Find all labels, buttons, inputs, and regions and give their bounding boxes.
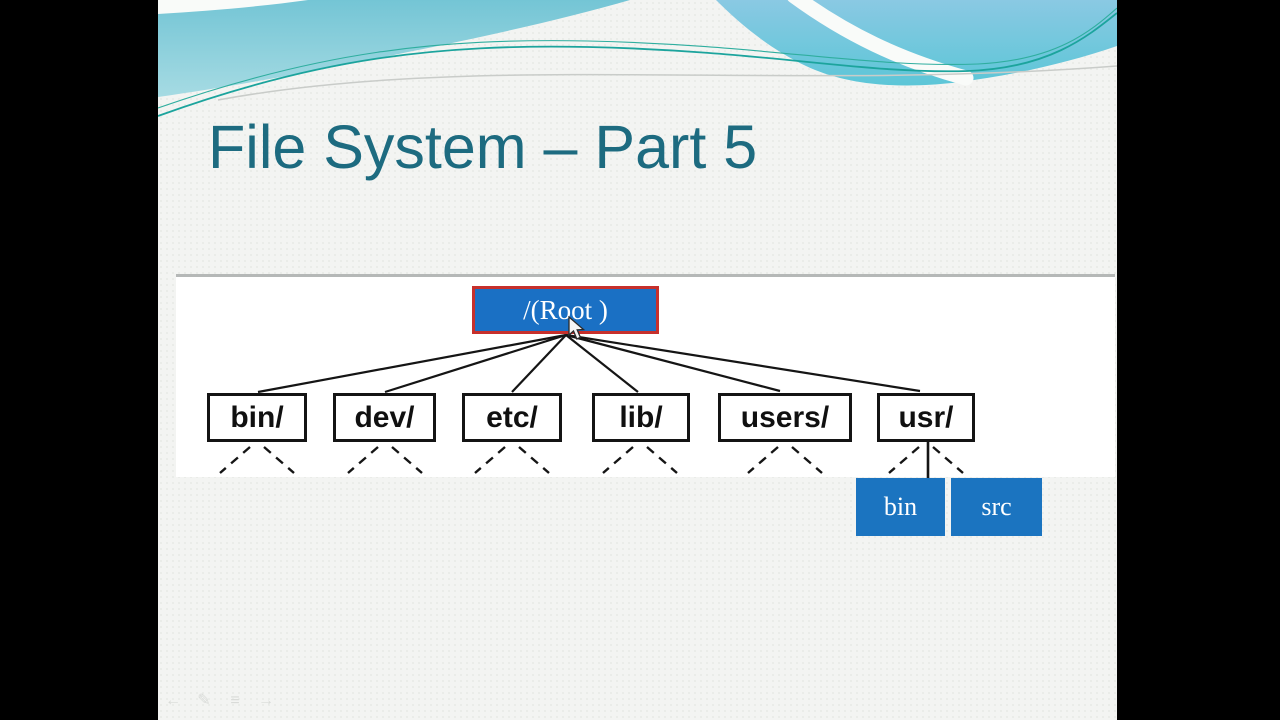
mouse-cursor: [568, 316, 586, 340]
node-bin-dir: bin/: [207, 393, 307, 442]
node-users-dir: users/: [718, 393, 852, 442]
mouse-cursor-arrow: [568, 316, 586, 340]
wave-thin-gray-line: [217, 65, 1117, 101]
previous-slide-icon[interactable]: ←: [165, 692, 181, 709]
wave-thin-teal-line-1: [158, 12, 1117, 117]
node-dev-dir: dev/: [333, 393, 436, 442]
node-etc-dir-label: etc/: [486, 400, 538, 434]
node-lib-dir: lib/: [592, 393, 690, 442]
header-wave-decoration: [158, 0, 1117, 117]
node-root-label: /(Root ): [523, 294, 608, 325]
node-usr-dir: usr/: [877, 393, 975, 442]
wave-left-teal-shape: [158, 0, 630, 97]
presenter-navigation-bar: ← ✎ ≡ →: [164, 692, 275, 710]
node-etc-dir: etc/: [462, 393, 562, 442]
presentation-slide: File System – Part 5 /(Root: [158, 0, 1117, 720]
slide-menu-icon[interactable]: ≡: [230, 692, 240, 709]
node-dev-dir-label: dev/: [354, 400, 415, 434]
node-users-dir-label: users/: [740, 400, 830, 434]
node-lib-dir-label: lib/: [619, 400, 663, 434]
node-usr-src: src: [951, 478, 1042, 536]
slide-title: File System – Part 5: [208, 113, 758, 181]
pen-tools-icon[interactable]: ✎: [197, 692, 211, 709]
wave-thin-teal-line-2: [158, 7, 1117, 109]
wave-right-blue-shape: [716, 0, 1117, 86]
node-usr-bin-label: bin: [883, 492, 918, 521]
node-usr-src-label: src: [981, 492, 1012, 521]
node-usr-bin: bin: [856, 478, 945, 536]
wave-white-corner-sliver: [158, 0, 308, 14]
node-root: /(Root ): [472, 286, 659, 334]
node-bin-dir-label: bin/: [230, 400, 284, 434]
next-slide-icon[interactable]: →: [258, 692, 274, 709]
node-usr-dir-label: usr/: [898, 400, 954, 434]
